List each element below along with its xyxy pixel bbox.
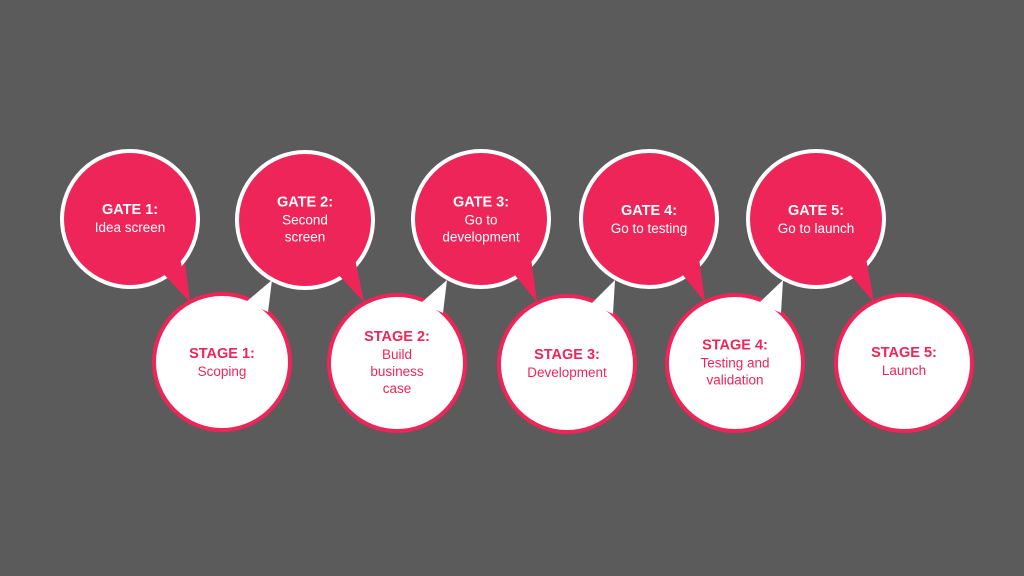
gate-2-subtitle: Second screen: [282, 212, 328, 245]
gate-4-subtitle: Go to testing: [610, 221, 688, 236]
gate-bubbles: [60, 149, 886, 302]
gate-5-title: GATE 5:: [787, 203, 845, 219]
gate-3-bubble: [411, 149, 551, 302]
stage-4-label: STAGE 4: Testing and validation: [680, 338, 790, 389]
stage-2-title: STAGE 2:: [364, 329, 430, 345]
gate-3-label: GATE 3: Go to development: [431, 195, 531, 246]
stage-1-subtitle: Scoping: [197, 364, 247, 379]
stage-2-bubble: [327, 280, 467, 433]
stage-5-label: STAGE 5: Launch: [842, 345, 966, 379]
gate-1-label: GATE 1: Idea screen: [68, 202, 192, 236]
stage-5-bubble: [834, 293, 974, 433]
stage-1-bubble: [152, 280, 292, 432]
gate-1-subtitle: Idea screen: [94, 220, 166, 235]
stage-3-subtitle: Development: [527, 365, 607, 380]
stage-2-label: STAGE 2: Build business case: [357, 329, 437, 397]
gate-3-subtitle: Go to development: [442, 212, 520, 245]
stage-3-title: STAGE 3:: [534, 347, 600, 363]
stage-4-subtitle: Testing and validation: [700, 355, 770, 388]
gate-2-bubble: [235, 150, 375, 302]
stage-3-bubble: [497, 280, 637, 434]
gate-5-label: GATE 5: Go to launch: [754, 203, 878, 237]
gate-2-label: GATE 2: Second screen: [260, 195, 350, 246]
gate-1-title: GATE 1:: [101, 202, 159, 218]
stage-5-subtitle: Launch: [881, 363, 927, 378]
gate-4-label: GATE 4: Go to testing: [587, 203, 711, 237]
gate-4-bubble: [579, 149, 719, 302]
gate-1-bubble: [60, 149, 200, 302]
stage-2-subtitle: Build business case: [370, 347, 424, 396]
stage-3-label: STAGE 3: Development: [505, 347, 629, 381]
stage-4-title: STAGE 4:: [702, 337, 768, 354]
gate-5-bubble: [746, 149, 886, 302]
stage-1-label: STAGE 1: Scoping: [160, 346, 284, 380]
stage-5-title: STAGE 5:: [871, 345, 937, 361]
gate-5-subtitle: Go to launch: [777, 221, 855, 236]
gate-3-title: GATE 3:: [452, 194, 510, 211]
gate-2-title: GATE 2:: [276, 194, 334, 211]
gate-4-title: GATE 4:: [620, 203, 678, 219]
stage-1-title: STAGE 1:: [189, 346, 255, 362]
stage-4-bubble: [665, 280, 805, 433]
stage-bubbles: [152, 280, 974, 434]
